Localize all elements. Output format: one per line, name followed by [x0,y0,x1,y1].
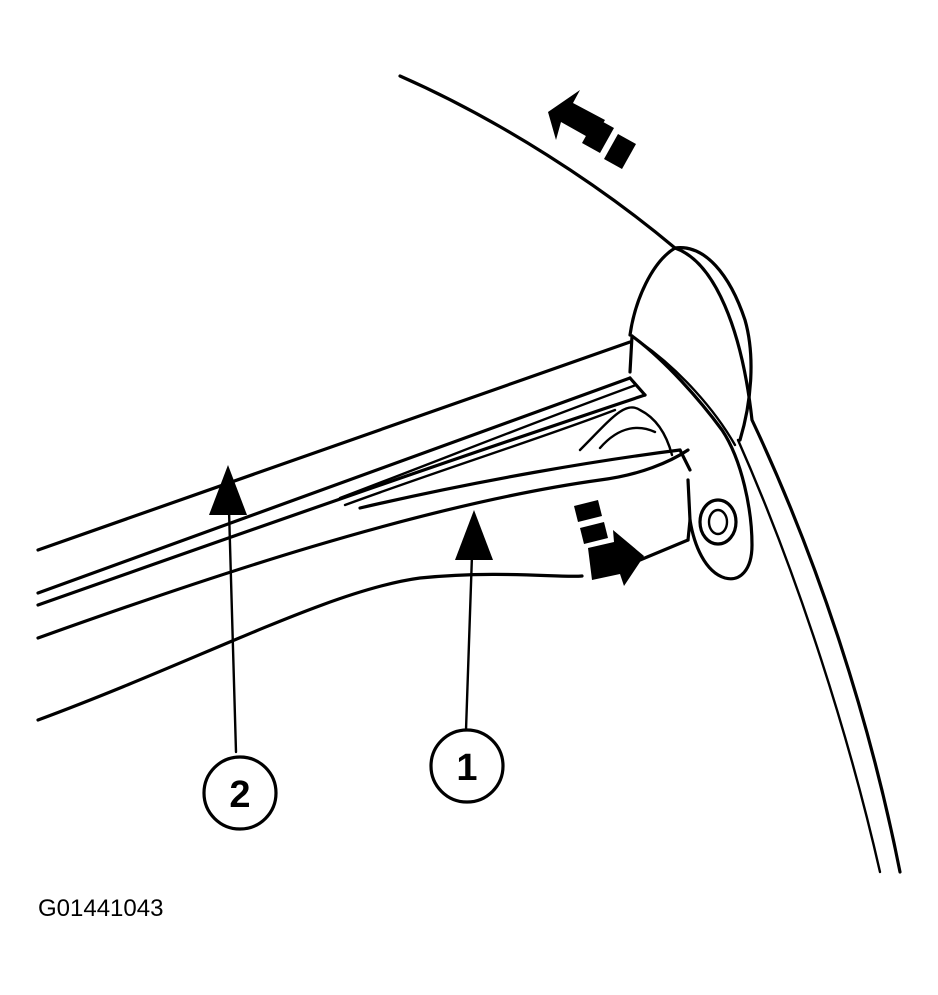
figure-id: G01441043 [38,895,164,922]
pointer-arrow-2 [209,465,247,754]
windshield-edge [398,74,902,874]
callout-1: 1 [429,728,505,804]
callout-2: 2 [202,755,278,831]
pointer-arrow-1 [455,510,493,732]
callout-2-label: 2 [229,774,250,816]
motion-arrow-down-right-icon [574,500,644,586]
mounting-bracket [628,246,754,581]
callout-1-label: 1 [456,747,477,789]
wiper-arm [36,340,692,722]
motion-arrow-up-left-icon [548,90,636,169]
